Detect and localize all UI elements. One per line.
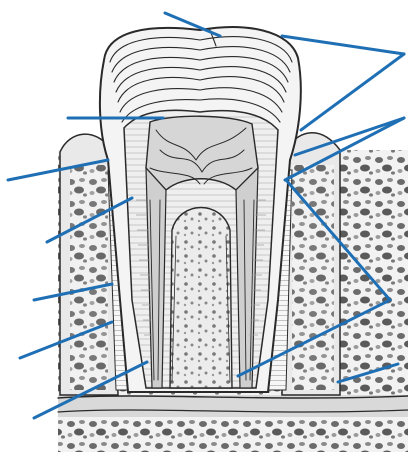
leader-crown-right-upper bbox=[282, 36, 404, 54]
basal-bone bbox=[58, 417, 408, 452]
inter-radicular-bone bbox=[170, 208, 232, 389]
cortical-bone-band bbox=[58, 395, 408, 417]
leader-crown-right-lower bbox=[301, 54, 404, 130]
